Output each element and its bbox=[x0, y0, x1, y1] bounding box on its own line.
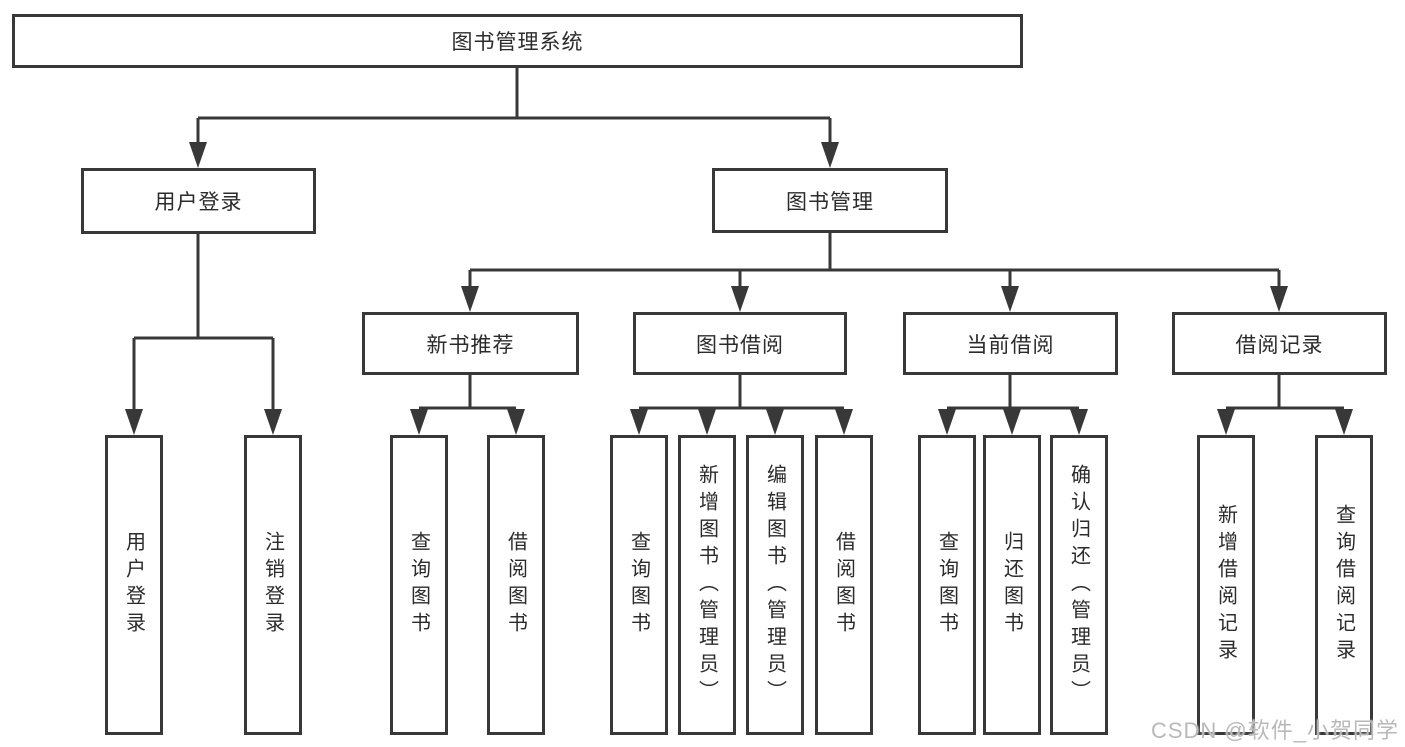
node-root-system: 图书管理系统 bbox=[12, 14, 1023, 68]
node-user-login: 用户登录 bbox=[81, 168, 316, 234]
leaf-return-books: 归还图书 bbox=[983, 435, 1041, 735]
csdn-watermark: CSDN @软件_小贺同学 bbox=[1150, 718, 1399, 743]
leaf-add-borrow-record: 新增借阅记录 bbox=[1197, 435, 1255, 735]
node-current-borrow: 当前借阅 bbox=[903, 312, 1118, 375]
leaf-logout: 注销登录 bbox=[244, 435, 302, 735]
leaf-query-books-current: 查询图书 bbox=[918, 435, 976, 735]
leaf-query-books-recommend: 查询图书 bbox=[390, 435, 448, 735]
node-borrow-records: 借阅记录 bbox=[1172, 312, 1387, 375]
leaf-edit-books-admin: 编辑图书（管理员） bbox=[746, 435, 804, 735]
leaf-confirm-return-admin: 确认归还（管理员） bbox=[1050, 435, 1108, 735]
leaf-borrow-books-recommend: 借阅图书 bbox=[487, 435, 545, 735]
node-new-book-recommend: 新书推荐 bbox=[362, 312, 579, 375]
leaf-borrow-books: 借阅图书 bbox=[815, 435, 873, 735]
leaf-query-books-borrow: 查询图书 bbox=[610, 435, 668, 735]
node-book-management: 图书管理 bbox=[712, 168, 948, 233]
node-book-borrow: 图书借阅 bbox=[633, 312, 847, 375]
leaf-user-login: 用户登录 bbox=[105, 435, 163, 735]
leaf-add-books-admin: 新增图书（管理员） bbox=[678, 435, 736, 735]
leaf-query-borrow-record: 查询借阅记录 bbox=[1315, 435, 1373, 735]
arrowhead-icons bbox=[125, 142, 1353, 435]
connector-lines bbox=[132, 68, 1344, 413]
